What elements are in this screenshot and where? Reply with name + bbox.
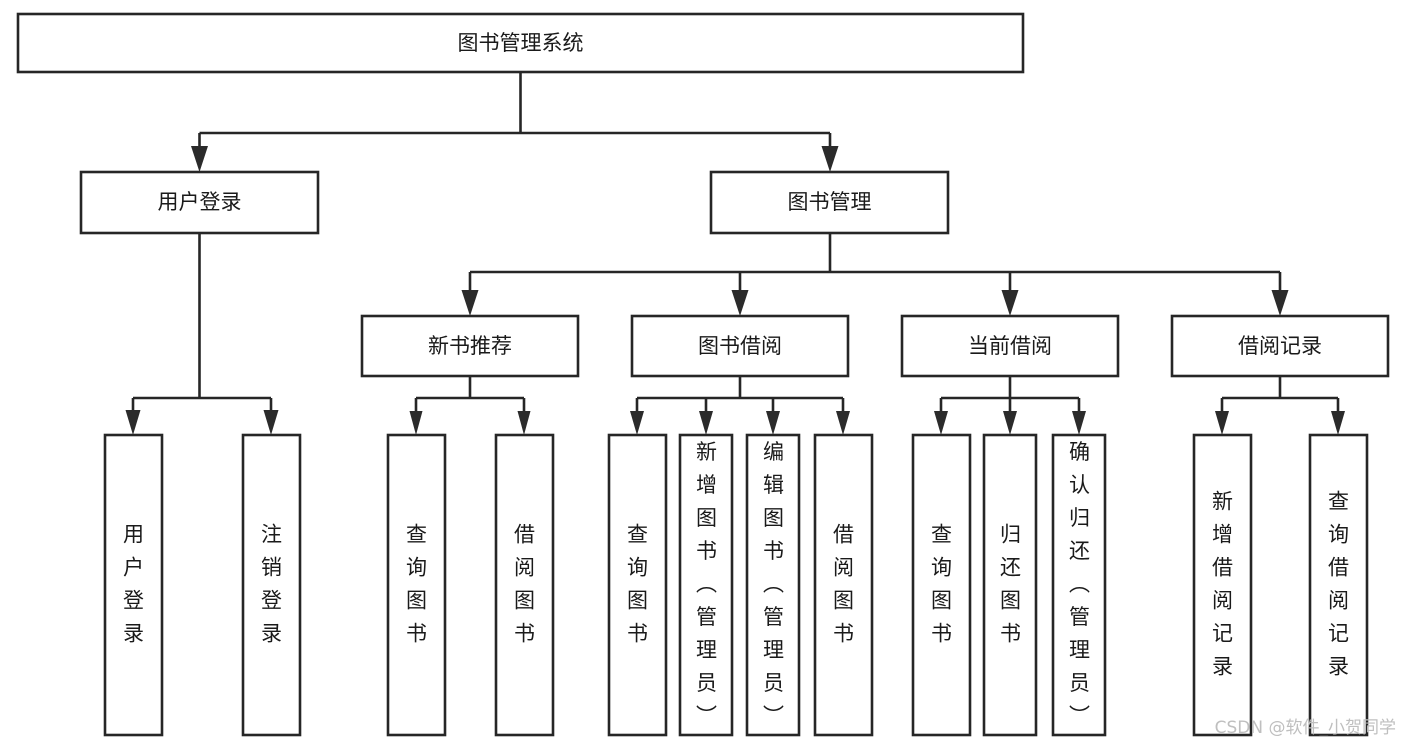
leaf-node-bb-borrow-book-box[interactable]	[813, 433, 874, 737]
arrow-head-user-login	[191, 146, 208, 172]
arrow-head-br-add-record	[1215, 411, 1229, 435]
leaf-node-cb-confirm-return[interactable]: 确认归还︵管理员︶	[1051, 433, 1107, 737]
leaf-node-bb-edit-book-box[interactable]	[745, 433, 801, 737]
leaf-node-bb-query-book-box[interactable]	[607, 433, 668, 737]
leaf-node-bb-add-book-box[interactable]	[678, 433, 734, 737]
node-borrow-records[interactable]: 借阅记录	[1170, 314, 1390, 378]
leaf-node-bb-query-book-label: 查询图书	[627, 523, 648, 646]
arrow-head-book-mgmt	[821, 146, 839, 172]
leaf-node-bb-query-book[interactable]: 查询图书	[607, 433, 668, 737]
arrow-head-current-borrow	[1001, 290, 1019, 316]
node-new-book-recommend-label: 新书推荐	[428, 334, 512, 358]
connector-group-book-mgmt	[461, 233, 1289, 316]
node-current-borrow[interactable]: 当前借阅	[900, 314, 1120, 378]
arrow-head-bb-add-book	[699, 411, 713, 435]
connector-group-book-borrow	[630, 376, 850, 435]
leaf-node-user-login-label: 用户登录	[123, 523, 144, 646]
node-current-borrow-label: 当前借阅	[968, 334, 1052, 358]
leaf-node-bb-edit-book-label: 编辑图书︵管理员︶	[763, 440, 784, 728]
connector-group-new-books	[409, 376, 531, 435]
node-user-login-label: 用户登录	[158, 190, 242, 214]
arrow-head-bb-query-book	[630, 411, 644, 435]
csdn-watermark: CSDN @软件_小贺同学	[1215, 718, 1396, 738]
arrow-head-book-borrow	[731, 290, 749, 316]
leaf-node-br-add-record[interactable]: 新增借阅记录	[1192, 433, 1253, 737]
leaf-node-br-query-record-box[interactable]	[1308, 433, 1369, 737]
node-root-system[interactable]: 图书管理系统	[16, 12, 1025, 74]
leaf-node-br-add-record-label: 新增借阅记录	[1212, 490, 1233, 679]
connector-group-borrow-records	[1215, 376, 1345, 435]
node-book-borrow[interactable]: 图书借阅	[630, 314, 850, 378]
leaf-node-cb-query-book-box[interactable]	[911, 433, 972, 737]
leaf-node-cb-return-book-box[interactable]	[982, 433, 1038, 737]
arrow-head-cb-return-book	[1003, 411, 1017, 435]
arrow-head-new-books	[461, 290, 479, 316]
leaf-node-nb-borrow-book[interactable]: 借阅图书	[494, 433, 555, 737]
leaf-node-nb-query-book[interactable]: 查询图书	[386, 433, 447, 737]
arrow-head-nb-query-book	[409, 411, 423, 435]
leaf-node-nb-query-book-label: 查询图书	[406, 523, 427, 646]
arrow-head-bb-borrow-book	[836, 411, 850, 435]
leaf-node-user-login[interactable]: 用户登录	[103, 433, 164, 737]
arrow-head-leaf-logout	[263, 410, 279, 435]
leaf-node-br-query-record-label: 查询借阅记录	[1328, 490, 1349, 679]
arrow-head-nb-borrow-book	[517, 411, 531, 435]
node-book-management-label: 图书管理	[788, 190, 872, 214]
leaf-node-br-query-record[interactable]: 查询借阅记录	[1308, 433, 1369, 737]
leaf-node-bb-borrow-book[interactable]: 借阅图书	[813, 433, 874, 737]
leaf-node-user-login-box[interactable]	[103, 433, 164, 737]
leaf-node-cb-return-book-label: 归还图书	[1000, 523, 1021, 646]
node-current-borrow-box[interactable]	[900, 314, 1120, 378]
leaf-node-bb-add-book-label: 新增图书︵管理员︶	[696, 440, 717, 728]
node-borrow-records-label: 借阅记录	[1238, 334, 1322, 358]
node-root-system-label: 图书管理系统	[458, 31, 584, 55]
arrow-head-cb-confirm-return	[1072, 411, 1086, 435]
arrow-head-br-query-record	[1331, 411, 1345, 435]
node-root-system-box[interactable]	[16, 12, 1025, 74]
leaf-node-nb-borrow-book-label: 借阅图书	[514, 523, 535, 646]
node-book-borrow-box[interactable]	[630, 314, 850, 378]
leaf-node-cb-confirm-return-box[interactable]	[1051, 433, 1107, 737]
arrow-head-borrow-records	[1271, 290, 1289, 316]
node-book-management-box[interactable]	[709, 170, 950, 235]
leaf-node-nb-query-book-box[interactable]	[386, 433, 447, 737]
node-user-login[interactable]: 用户登录	[79, 170, 320, 235]
leaf-node-bb-borrow-book-label: 借阅图书	[833, 523, 854, 646]
leaf-node-cb-return-book[interactable]: 归还图书	[982, 433, 1038, 737]
leaf-node-logout-label: 注销登录	[261, 523, 282, 646]
connector-group-root	[191, 72, 839, 172]
node-book-borrow-label: 图书借阅	[698, 334, 782, 358]
leaf-node-cb-confirm-return-label: 确认归还︵管理员︶	[1069, 440, 1090, 728]
leaf-node-cb-query-book[interactable]: 查询图书	[911, 433, 972, 737]
leaf-node-cb-query-book-label: 查询图书	[931, 523, 952, 646]
leaf-node-logout[interactable]: 注销登录	[241, 433, 302, 737]
leaf-node-logout-box[interactable]	[241, 433, 302, 737]
node-new-book-recommend-box[interactable]	[360, 314, 580, 378]
node-book-management[interactable]: 图书管理	[709, 170, 950, 235]
node-borrow-records-box[interactable]	[1170, 314, 1390, 378]
node-user-login-box[interactable]	[79, 170, 320, 235]
leaf-node-br-add-record-box[interactable]	[1192, 433, 1253, 737]
leaf-node-bb-edit-book[interactable]: 编辑图书︵管理员︶	[745, 433, 801, 737]
node-new-book-recommend[interactable]: 新书推荐	[360, 314, 580, 378]
arrow-head-leaf-user-login	[125, 410, 141, 435]
leaf-node-nb-borrow-book-box[interactable]	[494, 433, 555, 737]
leaf-node-bb-add-book[interactable]: 新增图书︵管理员︶	[678, 433, 734, 737]
arrow-head-cb-query-book	[934, 411, 948, 435]
connector-group-current-borrow	[934, 376, 1086, 435]
arrow-head-bb-edit-book	[766, 411, 780, 435]
connector-group-user-login	[125, 233, 279, 435]
